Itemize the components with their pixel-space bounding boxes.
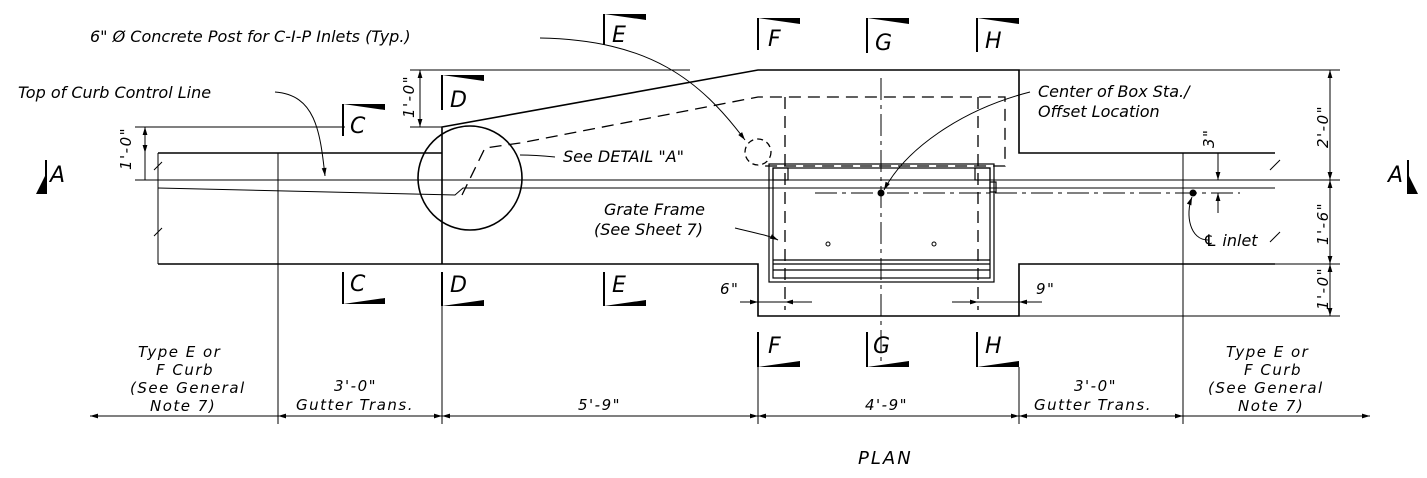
svg-text:Type E or: Type E or xyxy=(138,343,221,361)
svg-text:E: E xyxy=(612,23,626,48)
dim-gutter-left: 3'-0" xyxy=(334,377,377,395)
svg-text:Note 7): Note 7) xyxy=(1238,397,1304,415)
plan-title: PLAN xyxy=(858,448,913,469)
center-box-label-2: Offset Location xyxy=(1038,102,1160,121)
curb-note-left: Type E or F Curb (See General Note 7) xyxy=(130,343,246,415)
svg-text:C: C xyxy=(350,272,366,297)
box-center-point xyxy=(877,189,885,197)
svg-text:1'-0": 1'-0" xyxy=(400,75,418,118)
section-mark-h-bottom: H xyxy=(976,332,1019,367)
curb-outline xyxy=(157,69,1275,317)
curb-note-right: Type E or F Curb (See General Note 7) xyxy=(1208,343,1324,415)
inlet-center-point xyxy=(1189,189,1197,197)
section-mark-h-top: H xyxy=(976,18,1019,54)
svg-text:F Curb: F Curb xyxy=(156,361,214,379)
svg-text:(See General: (See General xyxy=(130,379,246,397)
top-of-curb-label: Top of Curb Control Line xyxy=(18,83,211,102)
center-box-label-1: Center of Box Sta./ xyxy=(1038,82,1191,101)
dim-4-9: 4'-9" xyxy=(865,396,908,414)
section-mark-a-left: A xyxy=(36,160,65,194)
svg-text:D: D xyxy=(450,273,467,298)
centerlines xyxy=(815,78,1240,362)
dim-right-vertical: 2'-0" 1'-6" 1'-0" xyxy=(1019,69,1340,317)
svg-text:F Curb: F Curb xyxy=(1244,361,1302,379)
svg-text:F: F xyxy=(768,334,781,359)
svg-text:6": 6" xyxy=(720,280,739,298)
dim-left-1ft: 1'-0" xyxy=(117,126,345,181)
section-mark-g-top: G xyxy=(866,18,909,56)
svg-text:G: G xyxy=(873,334,890,359)
svg-text:Type E or: Type E or xyxy=(1226,343,1309,361)
section-mark-d-top: D xyxy=(441,75,484,113)
grate-frame-label-2: (See Sheet 7) xyxy=(594,220,703,239)
break-marks xyxy=(153,159,1281,243)
hidden-lines xyxy=(461,96,1006,310)
svg-text:G: G xyxy=(875,31,892,56)
dim-gutter-left-label: Gutter Trans. xyxy=(296,396,414,414)
leader-lines xyxy=(274,37,1209,241)
see-detail-label: See DETAIL "A" xyxy=(563,147,684,166)
section-mark-d-bottom: D xyxy=(441,272,484,306)
concrete-post-circle xyxy=(744,138,772,166)
grate-frame-label-1: Grate Frame xyxy=(604,200,705,219)
svg-text:(See General: (See General xyxy=(1208,379,1324,397)
svg-text:D: D xyxy=(450,88,467,113)
svg-text:Note 7): Note 7) xyxy=(150,397,216,415)
dim-d-1ft: 1'-0" xyxy=(400,69,690,128)
dim-9in: 9" xyxy=(952,280,1055,305)
svg-text:9": 9" xyxy=(1036,280,1055,298)
section-mark-a-right: A xyxy=(1386,160,1418,194)
svg-text:F: F xyxy=(768,27,781,52)
section-mark-e-top: E xyxy=(603,14,646,48)
grate-frame xyxy=(768,163,997,283)
dim-6in: 6" xyxy=(720,280,812,305)
dim-3in: 3" xyxy=(1200,129,1230,213)
svg-text:1'-6": 1'-6" xyxy=(1314,202,1332,245)
svg-text:3": 3" xyxy=(1200,129,1218,148)
dim-5-9: 5'-9" xyxy=(578,396,621,414)
cl-inlet-label: ℄ inlet xyxy=(1203,231,1258,250)
svg-text:A: A xyxy=(1386,163,1403,188)
svg-text:E: E xyxy=(612,273,626,298)
concrete-post-label: 6" Ø Concrete Post for C-I-P Inlets (Typ… xyxy=(90,27,411,46)
section-mark-f-top: F xyxy=(757,18,800,52)
section-mark-g-bottom: G xyxy=(866,332,909,367)
section-mark-f-bottom: F xyxy=(757,332,800,367)
detail-a-circle xyxy=(417,125,523,231)
svg-text:A: A xyxy=(48,163,65,188)
dim-gutter-right-label: Gutter Trans. xyxy=(1034,396,1152,414)
section-mark-c-top: C xyxy=(342,104,385,139)
svg-text:1'-0": 1'-0" xyxy=(117,127,135,170)
svg-text:2'-0": 2'-0" xyxy=(1314,105,1332,148)
svg-text:H: H xyxy=(985,29,1002,54)
section-mark-e-bottom: E xyxy=(603,272,646,306)
dim-gutter-right: 3'-0" xyxy=(1074,377,1117,395)
svg-text:C: C xyxy=(350,114,366,139)
svg-text:H: H xyxy=(985,334,1002,359)
section-mark-c-bottom: C xyxy=(342,272,385,304)
svg-text:1'-0": 1'-0" xyxy=(1314,267,1332,310)
